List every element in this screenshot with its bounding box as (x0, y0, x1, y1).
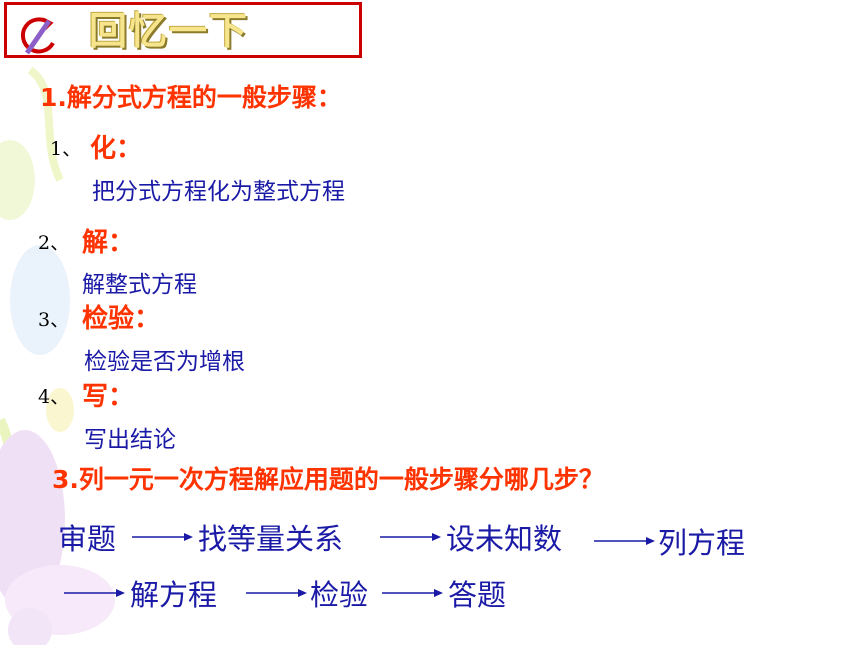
refresh-icon (20, 17, 55, 55)
flow-step: 列方程 (658, 526, 746, 560)
step-number: 4、 (38, 386, 70, 408)
title-banner: 回忆一下 (4, 2, 362, 58)
step-number: 2、 (38, 232, 70, 254)
flow-step: 找等量关系 (198, 522, 344, 556)
step-name: 解： (82, 228, 135, 258)
flow-step: 答题 (448, 578, 507, 612)
flow-step: 解方程 (130, 578, 218, 612)
step-name: 化： (90, 134, 143, 164)
step-name: 写： (82, 382, 135, 412)
page-title: 回忆一下 (89, 9, 250, 53)
flow-step: 设未知数 (446, 522, 563, 556)
section1-heading: 1.解分式方程的一般步骤： (40, 83, 342, 112)
flow-step: 检验 (310, 578, 369, 612)
step-description: 写出结论 (84, 427, 176, 453)
arrow-right-icon (594, 537, 655, 545)
step-description: 解整式方程 (82, 272, 197, 298)
step-description: 检验是否为增根 (84, 349, 245, 375)
section3-heading: 3.列一元一次方程解应用题的一般步骤分哪几步？ (52, 465, 604, 494)
flow-step: 审题 (58, 522, 117, 556)
arrow-right-icon (382, 589, 443, 597)
step-name: 检验： (82, 304, 161, 334)
arrow-right-icon (380, 533, 441, 541)
arrow-right-icon (132, 533, 193, 541)
step-number: 1、 (50, 138, 82, 160)
arrow-right-icon (246, 589, 307, 597)
arrow-right-icon (64, 589, 125, 597)
step-number: 3、 (38, 309, 70, 331)
step-description: 把分式方程化为整式方程 (92, 179, 345, 205)
